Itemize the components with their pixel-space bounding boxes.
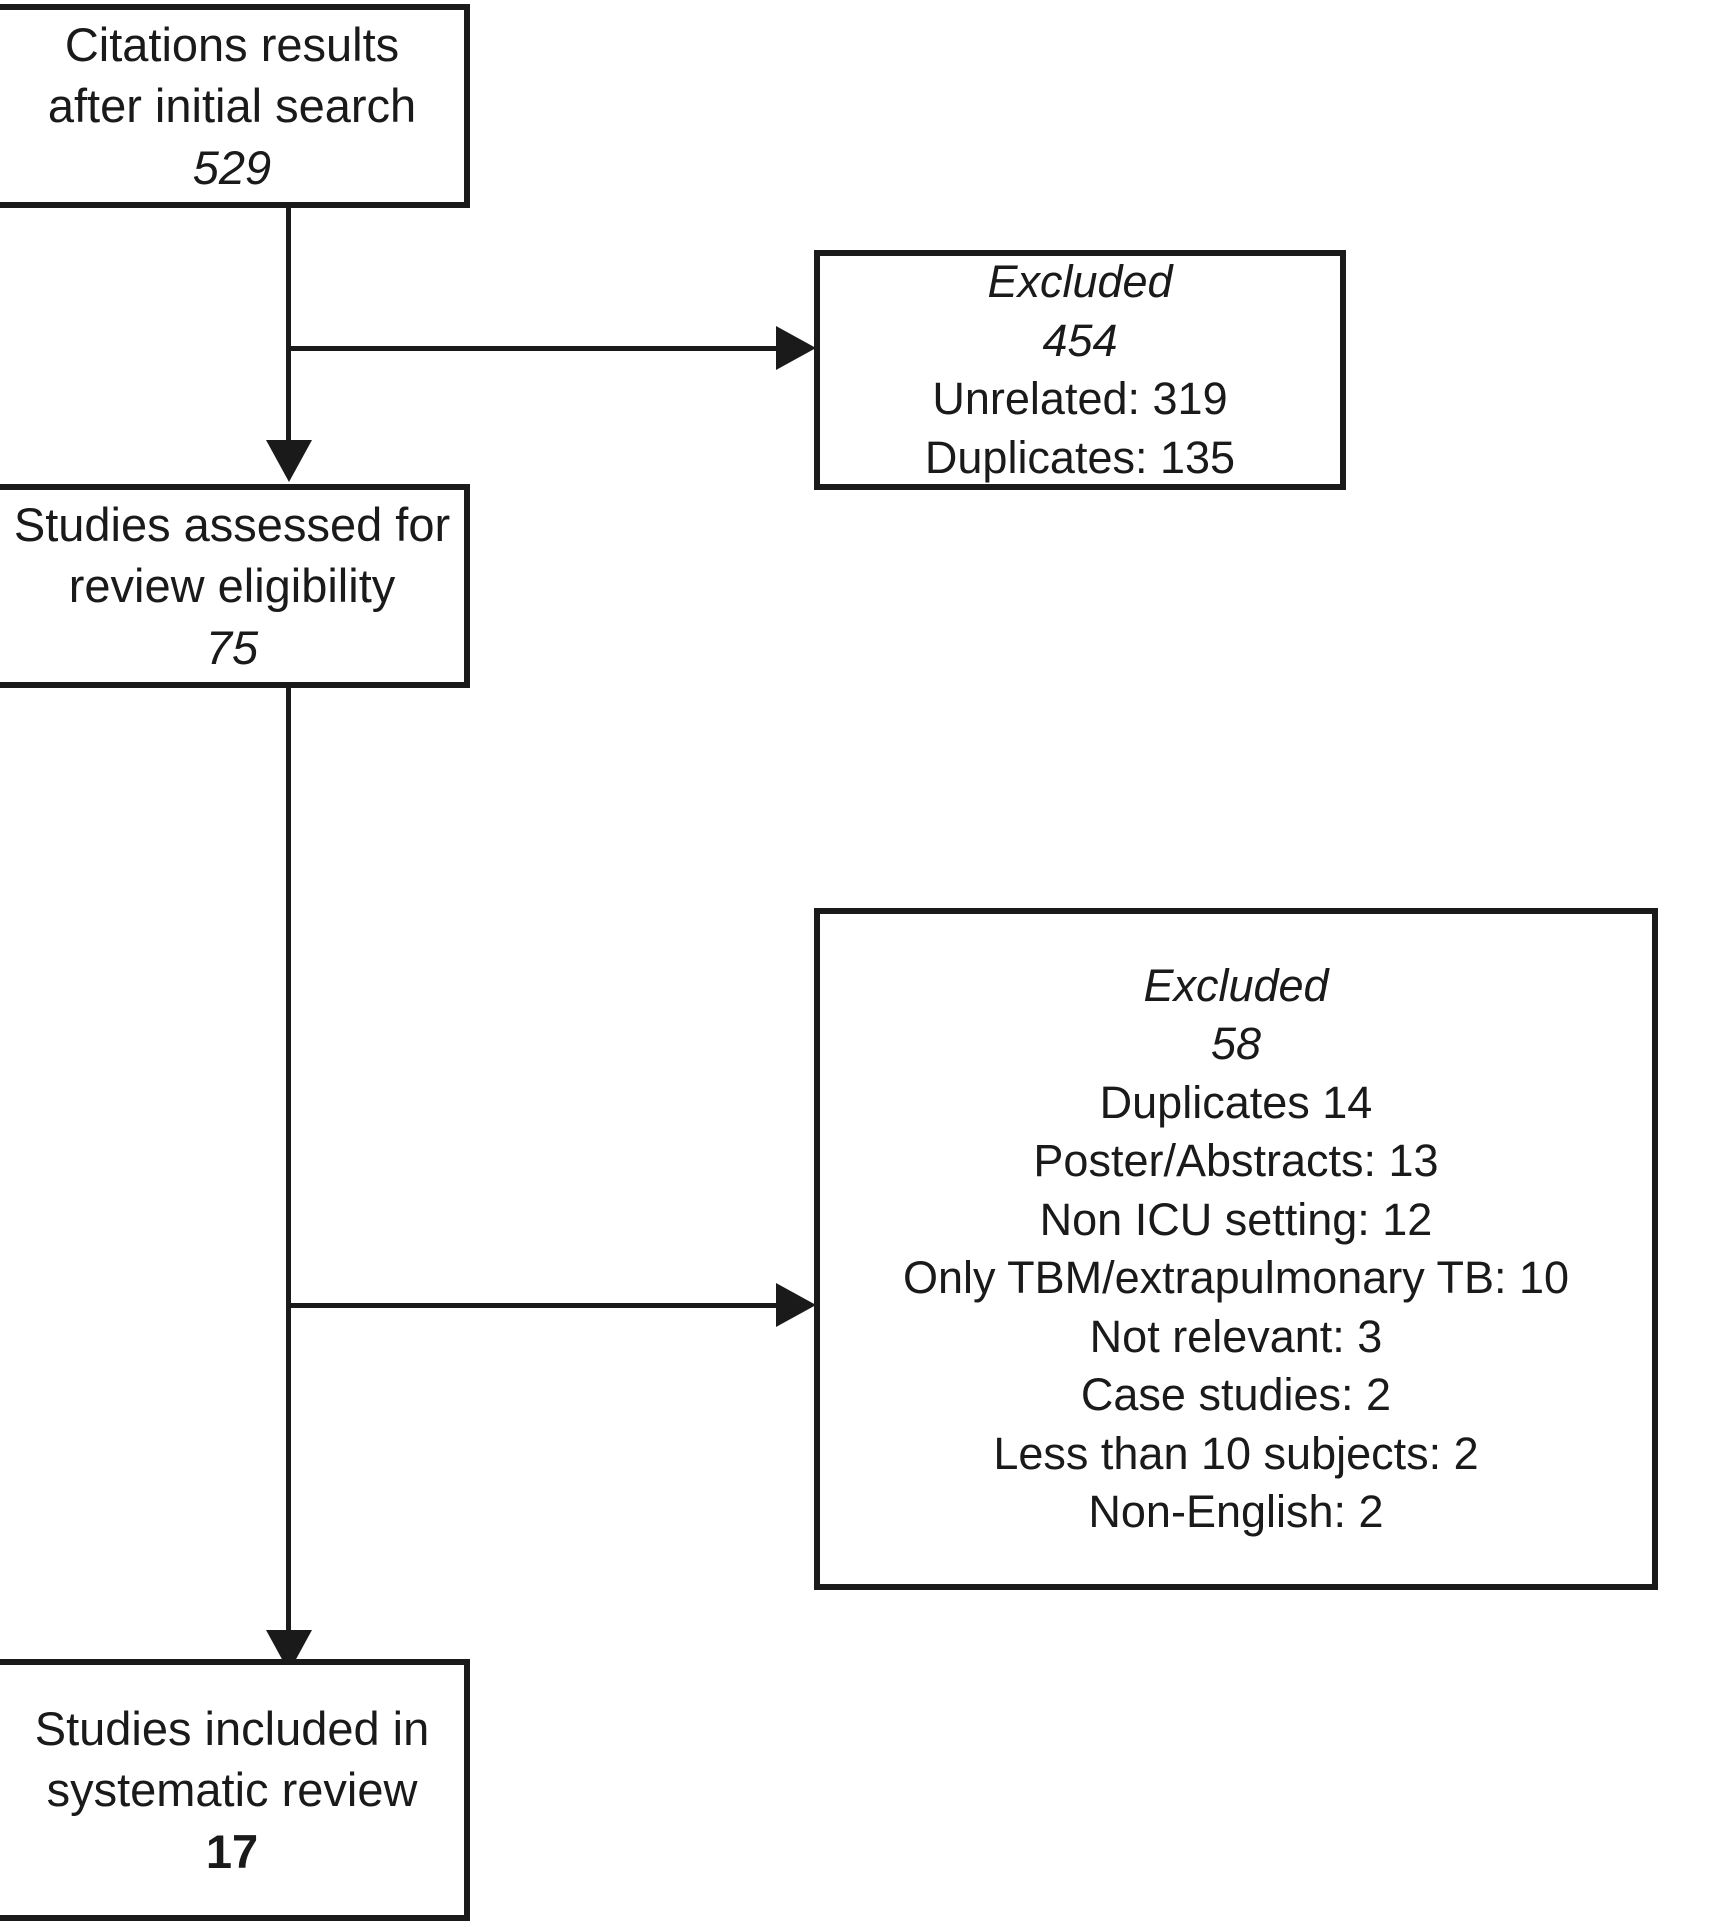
node-excluded-1-reason-0: Unrelated: 319 (932, 373, 1228, 424)
node-assessed-line1: Studies assessed for (13, 498, 451, 552)
node-assessed-line2: review eligibility (68, 559, 396, 613)
connector-citations-to-assessed-line (286, 208, 291, 444)
node-excluded-2-reason-0: Duplicates 14 (1099, 1076, 1373, 1128)
node-excluded-2-reason-1: Poster/Abstracts: 13 (1033, 1135, 1439, 1186)
node-excluded-2-reason-2: Non ICU setting: 12 (1039, 1193, 1433, 1245)
node-excluded-eligibility: Excluded 58 Duplicates 14 Poster/Abstrac… (814, 908, 1658, 1590)
connector-citations-to-excluded-1-line (286, 346, 778, 351)
node-excluded-2-reason-5: Case studies: 2 (1080, 1369, 1392, 1420)
node-assessed-count: 75 (205, 620, 259, 674)
connector-assessed-to-excluded-2-line (286, 1303, 778, 1308)
node-excluded-2-count: 58 (1210, 1018, 1262, 1069)
node-included-line1: Studies included in (34, 1702, 430, 1756)
node-included-count: 17 (205, 1824, 259, 1878)
node-citations-count: 529 (192, 140, 272, 194)
node-excluded-initial-search: Excluded 454 Unrelated: 319 Duplicates: … (814, 250, 1346, 490)
node-excluded-1-heading: Excluded (987, 256, 1173, 307)
node-citations-results: Citations results after initial search 5… (0, 4, 470, 208)
node-excluded-2-reason-4: Not relevant: 3 (1089, 1310, 1383, 1362)
node-excluded-2-reason-6: Less than 10 subjects: 2 (993, 1427, 1479, 1479)
node-studies-assessed: Studies assessed for review eligibility … (0, 484, 470, 688)
node-included-line2: systematic review (46, 1763, 418, 1817)
node-studies-included: Studies included in systematic review 17 (0, 1659, 470, 1921)
arrow-right-icon-citations-to-excluded-1 (776, 326, 816, 370)
connector-assessed-to-included-line (286, 688, 291, 1698)
arrow-right-icon-assessed-to-excluded-2 (776, 1283, 816, 1327)
node-excluded-2-reason-3: Only TBM/extrapulmonary TB: 10 (902, 1252, 1570, 1303)
node-excluded-2-heading: Excluded (1143, 959, 1329, 1011)
arrow-down-icon-citations-to-assessed (266, 440, 312, 482)
node-citations-line1: Citations results (64, 18, 400, 72)
node-excluded-2-reason-7: Non-English: 2 (1088, 1486, 1384, 1537)
node-excluded-1-reason-1: Duplicates: 135 (924, 431, 1236, 483)
node-excluded-1-count: 454 (1042, 314, 1118, 366)
node-citations-line2: after initial search (47, 79, 417, 133)
